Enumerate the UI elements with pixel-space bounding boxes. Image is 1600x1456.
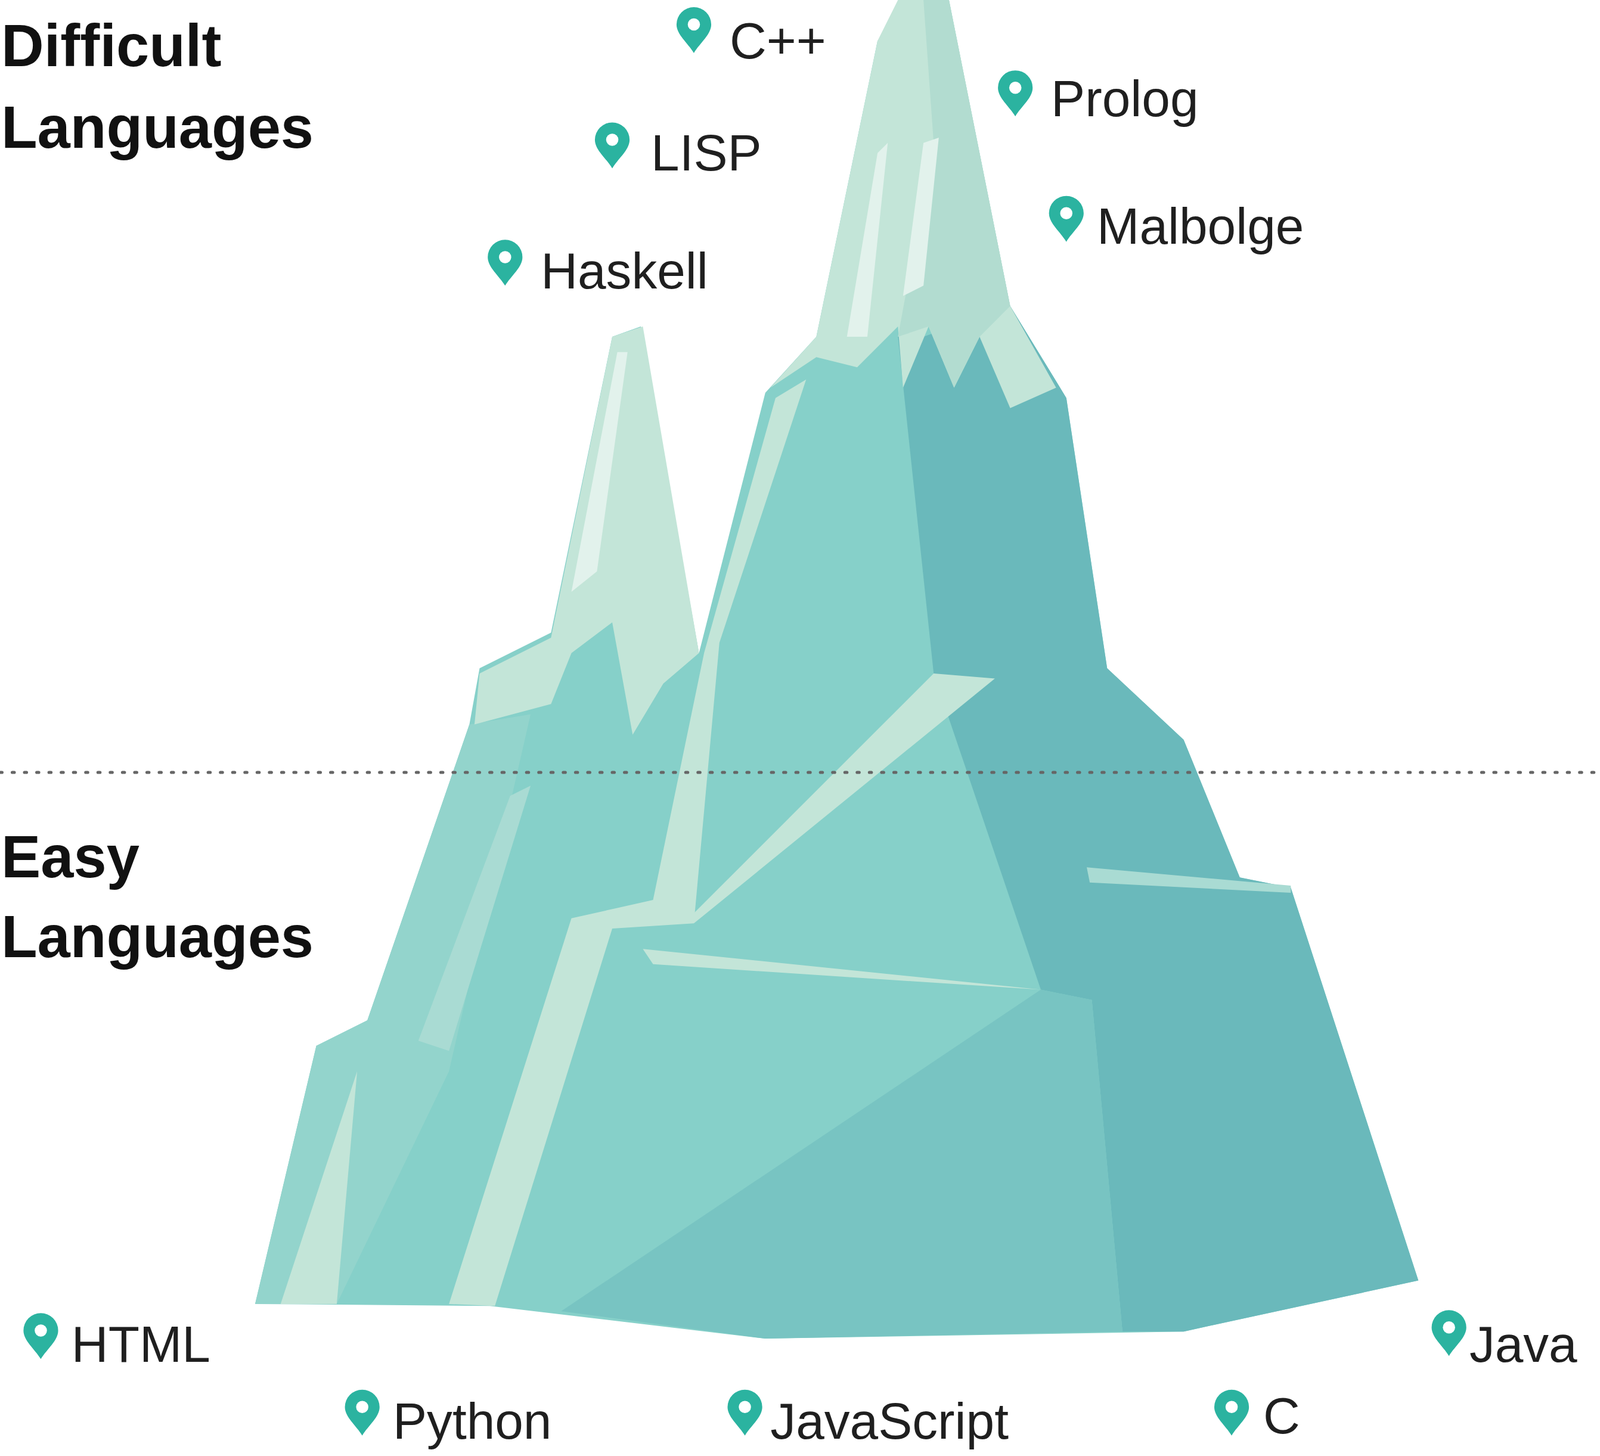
language-label: Prolog xyxy=(1050,68,1199,130)
language-label: HTML xyxy=(71,1314,211,1376)
mountain-body xyxy=(255,0,1419,1339)
snow-highlight xyxy=(571,352,628,592)
pin-icon xyxy=(487,239,523,286)
snow-cap xyxy=(474,326,700,736)
mountain-lower-face xyxy=(560,990,1122,1339)
pin-icon xyxy=(727,1390,762,1437)
language-label: C xyxy=(1263,1385,1301,1448)
pin-icon xyxy=(345,1390,380,1437)
pin-icon xyxy=(23,1313,58,1360)
snow-stripe xyxy=(642,949,1041,990)
pin-icon xyxy=(997,70,1033,117)
language-label: LISP xyxy=(650,122,762,184)
pin-icon xyxy=(676,7,712,54)
snow-highlight xyxy=(847,143,888,337)
language-label: JavaScript xyxy=(770,1390,1009,1453)
snow-stripe xyxy=(1086,867,1291,893)
language-label: C++ xyxy=(729,10,827,72)
snow-stripe xyxy=(418,785,531,1051)
snow-stripe xyxy=(280,1071,358,1305)
pin-icon xyxy=(594,122,630,169)
language-label: Python xyxy=(392,1390,552,1453)
snow-highlight xyxy=(903,137,939,296)
language-label: Java xyxy=(1469,1314,1578,1376)
pin-icon xyxy=(1431,1310,1467,1357)
snow-stripe xyxy=(693,673,995,924)
pin-icon xyxy=(1214,1390,1249,1437)
water-line xyxy=(0,770,1600,774)
zone-heading: Easy Languages xyxy=(1,817,349,977)
pin-icon xyxy=(1049,196,1084,243)
language-label: Haskell xyxy=(540,240,709,303)
zone-heading: Difficult Languages xyxy=(1,5,349,169)
pin-icons xyxy=(23,7,1466,1437)
snow-cap-shade xyxy=(897,0,1010,389)
language-label: Malbolge xyxy=(1096,196,1304,258)
